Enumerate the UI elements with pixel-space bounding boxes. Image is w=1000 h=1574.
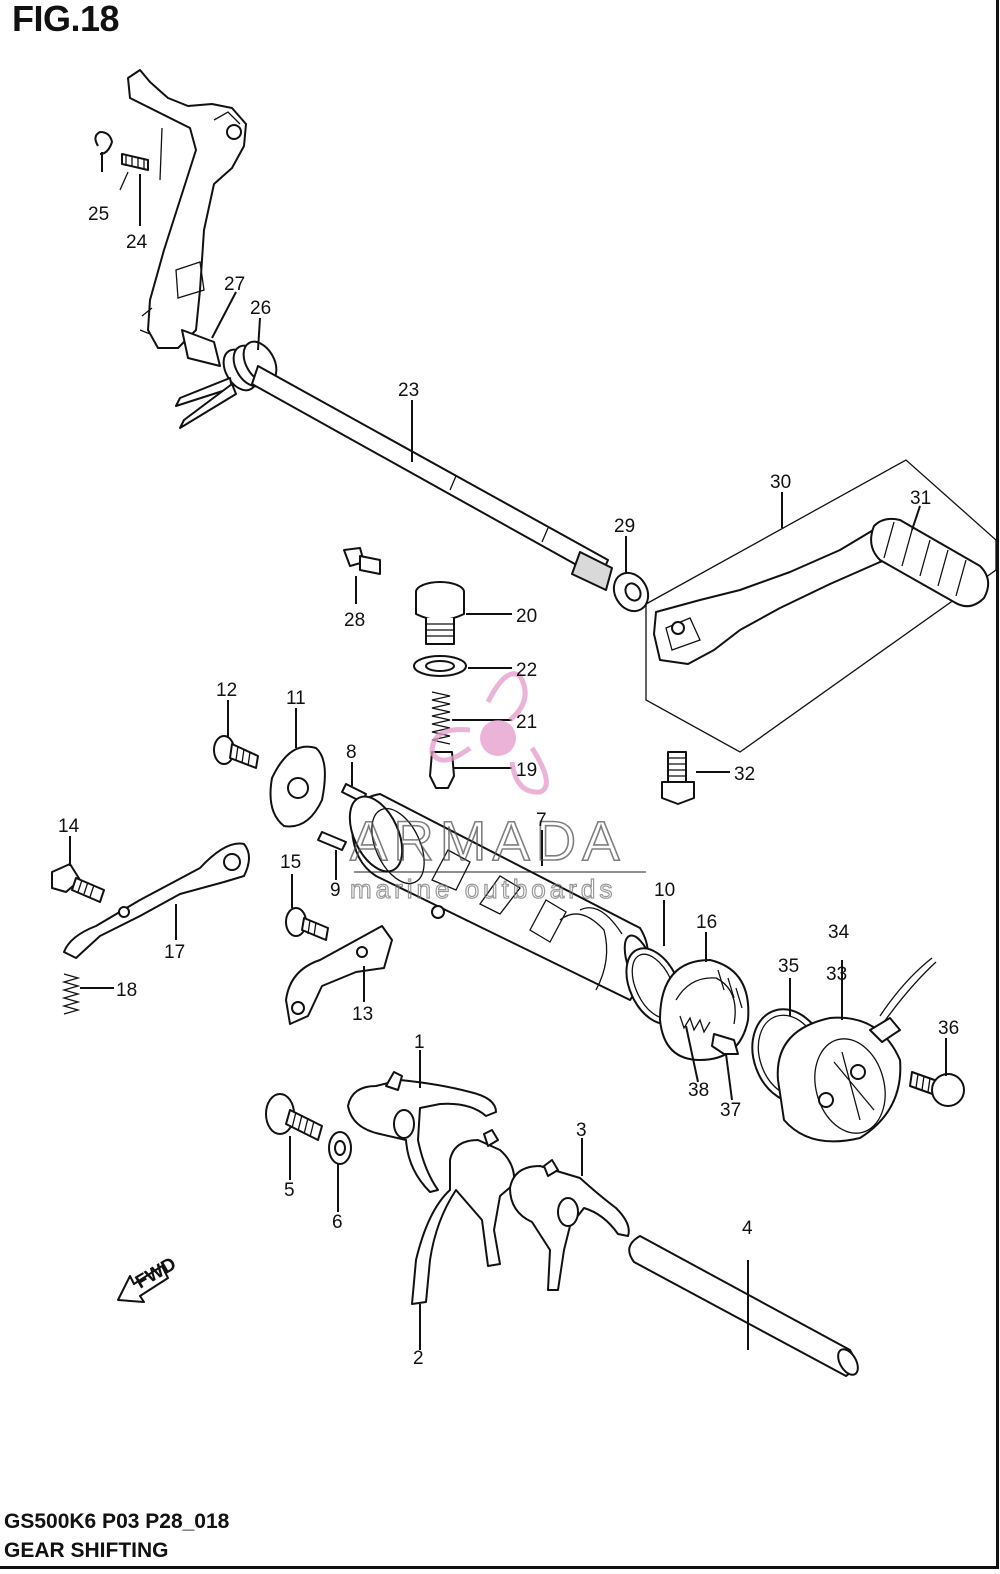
callout-10[interactable]: 10 (654, 880, 675, 901)
callout-6[interactable]: 6 (332, 1212, 343, 1233)
callout-28[interactable]: 28 (344, 610, 365, 631)
callout-18[interactable]: 18 (116, 980, 137, 1001)
part-3-gearshift-fork[interactable] (509, 1159, 630, 1291)
watermark-name: ARMADA (350, 809, 626, 872)
part-2-gearshift-fork[interactable] (411, 1129, 516, 1305)
part-27-shift-lever[interactable] (127, 69, 247, 367)
callout-numbers: 1 2 3 4 5 6 7 8 9 10 11 12 13 14 15 16 1… (58, 204, 959, 1369)
callout-25[interactable]: 25 (88, 204, 109, 225)
part-30-gearshift-lever[interactable] (645, 459, 997, 753)
figure-title: FIG.18 (12, 0, 120, 39)
callout-13[interactable]: 13 (352, 1004, 373, 1025)
part-33-gear-position-switch[interactable] (776, 957, 937, 1143)
part-22-washer[interactable] (413, 655, 467, 677)
part-28-plug[interactable] (343, 547, 381, 575)
part-15-bolt[interactable] (285, 907, 329, 941)
callout-8[interactable]: 8 (346, 742, 357, 763)
part-29-oil-seal[interactable] (607, 567, 655, 618)
callout-33[interactable]: 33 (826, 964, 847, 985)
leader-lines (69, 152, 947, 1350)
diagram-caption: GEAR SHIFTING (4, 1539, 169, 1562)
callout-4[interactable]: 4 (742, 1218, 753, 1239)
callout-16[interactable]: 16 (696, 912, 717, 933)
part-12-bolt[interactable] (213, 735, 259, 769)
callout-36[interactable]: 36 (938, 1018, 959, 1039)
part-7-gearshift-cam[interactable] (339, 788, 661, 1001)
callout-37[interactable]: 37 (720, 1100, 741, 1121)
callout-22[interactable]: 22 (516, 660, 537, 681)
part-32-bolt[interactable] (661, 751, 695, 805)
part-21-spring[interactable] (431, 691, 451, 745)
armada-propeller-icon (429, 671, 549, 795)
callout-14[interactable]: 14 (58, 816, 80, 837)
fwd-arrow-icon: FWD (117, 1254, 180, 1303)
part-18-spring[interactable] (61, 973, 81, 1015)
callout-34[interactable]: 34 (828, 922, 850, 943)
callout-3[interactable]: 3 (576, 1120, 587, 1141)
part-23-shift-shaft[interactable] (251, 365, 613, 591)
callout-9[interactable]: 9 (330, 880, 341, 901)
part-5-bolt[interactable] (265, 1093, 323, 1141)
callout-24[interactable]: 24 (126, 232, 148, 253)
callout-19[interactable]: 19 (516, 760, 537, 781)
armada-watermark: ARMADA marine outboards (349, 671, 646, 905)
callout-2[interactable]: 2 (413, 1348, 424, 1369)
part-1-gearshift-fork[interactable] (347, 1071, 497, 1193)
model-code: GS500K6 P03 P28_018 (4, 1510, 230, 1533)
callout-29[interactable]: 29 (614, 516, 635, 537)
callout-17[interactable]: 17 (164, 942, 185, 963)
callout-35[interactable]: 35 (778, 956, 799, 977)
part-20-plug-bolt[interactable] (415, 581, 465, 645)
part-14-bolt[interactable] (51, 863, 105, 903)
part-38-spring[interactable] (679, 1015, 711, 1034)
part-25-clip[interactable] (94, 131, 113, 155)
callout-21[interactable]: 21 (516, 712, 537, 733)
part-36-bolt[interactable] (909, 1071, 965, 1107)
callout-38[interactable]: 38 (688, 1080, 709, 1101)
callout-30[interactable]: 30 (770, 472, 791, 493)
part-24-pin[interactable] (119, 127, 163, 191)
part-6-washer[interactable] (328, 1131, 352, 1165)
armada-hub (480, 720, 516, 756)
part-9-pin[interactable] (317, 831, 347, 851)
part-4-fork-shaft[interactable] (628, 1235, 862, 1378)
part-31-grip-rubber[interactable] (870, 517, 990, 608)
part-11-stopper-plate[interactable] (269, 745, 326, 828)
callout-26[interactable]: 26 (250, 298, 271, 319)
part-13-cam-guide[interactable] (285, 925, 393, 1025)
callout-15[interactable]: 15 (280, 852, 301, 873)
part-37-pin[interactable] (711, 1033, 739, 1055)
callout-31[interactable]: 31 (910, 488, 931, 509)
callout-23[interactable]: 23 (398, 380, 419, 401)
part-17-cam-stopper-arm[interactable] (63, 842, 250, 959)
callout-27[interactable]: 27 (224, 274, 245, 295)
callout-1[interactable]: 1 (414, 1032, 425, 1053)
callout-5[interactable]: 5 (284, 1180, 295, 1201)
callout-7[interactable]: 7 (536, 810, 547, 831)
callout-32[interactable]: 32 (734, 764, 755, 785)
part-16-gearshift-cam-holder[interactable] (659, 959, 750, 1061)
callout-12[interactable]: 12 (216, 680, 237, 701)
callout-20[interactable]: 20 (516, 606, 537, 627)
fwd-label: FWD (132, 1254, 180, 1294)
watermark-tagline: marine outboards (350, 874, 616, 904)
callout-11[interactable]: 11 (286, 688, 306, 709)
